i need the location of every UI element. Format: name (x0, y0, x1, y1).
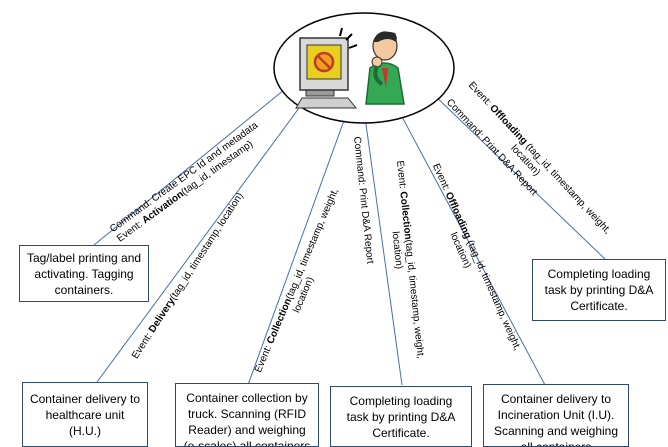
connector-completing-bottom (364, 116, 403, 386)
box-delivery-incineration: Container delivery to Incineration Unit … (483, 384, 629, 447)
connector-delivery-healthcare (96, 99, 306, 383)
connector-completing-right (431, 92, 606, 260)
box-completing-loading-right: Completing loading task by printing D&A … (532, 259, 666, 321)
box-delivery-healthcare: Container delivery to healthcare unit (H… (22, 382, 148, 447)
person-at-computer-icon (295, 27, 405, 109)
connector-incineration (399, 112, 546, 386)
box-tag-printing: Tag/label printing and activating. Taggi… (19, 245, 149, 302)
box-completing-loading-bottom: Completing loading task by printing D&A … (330, 386, 472, 447)
connector-tag-printing (93, 84, 291, 246)
connector-collection-truck (244, 114, 347, 394)
box-collection-truck: Container collection by truck. Scanning … (175, 383, 319, 447)
